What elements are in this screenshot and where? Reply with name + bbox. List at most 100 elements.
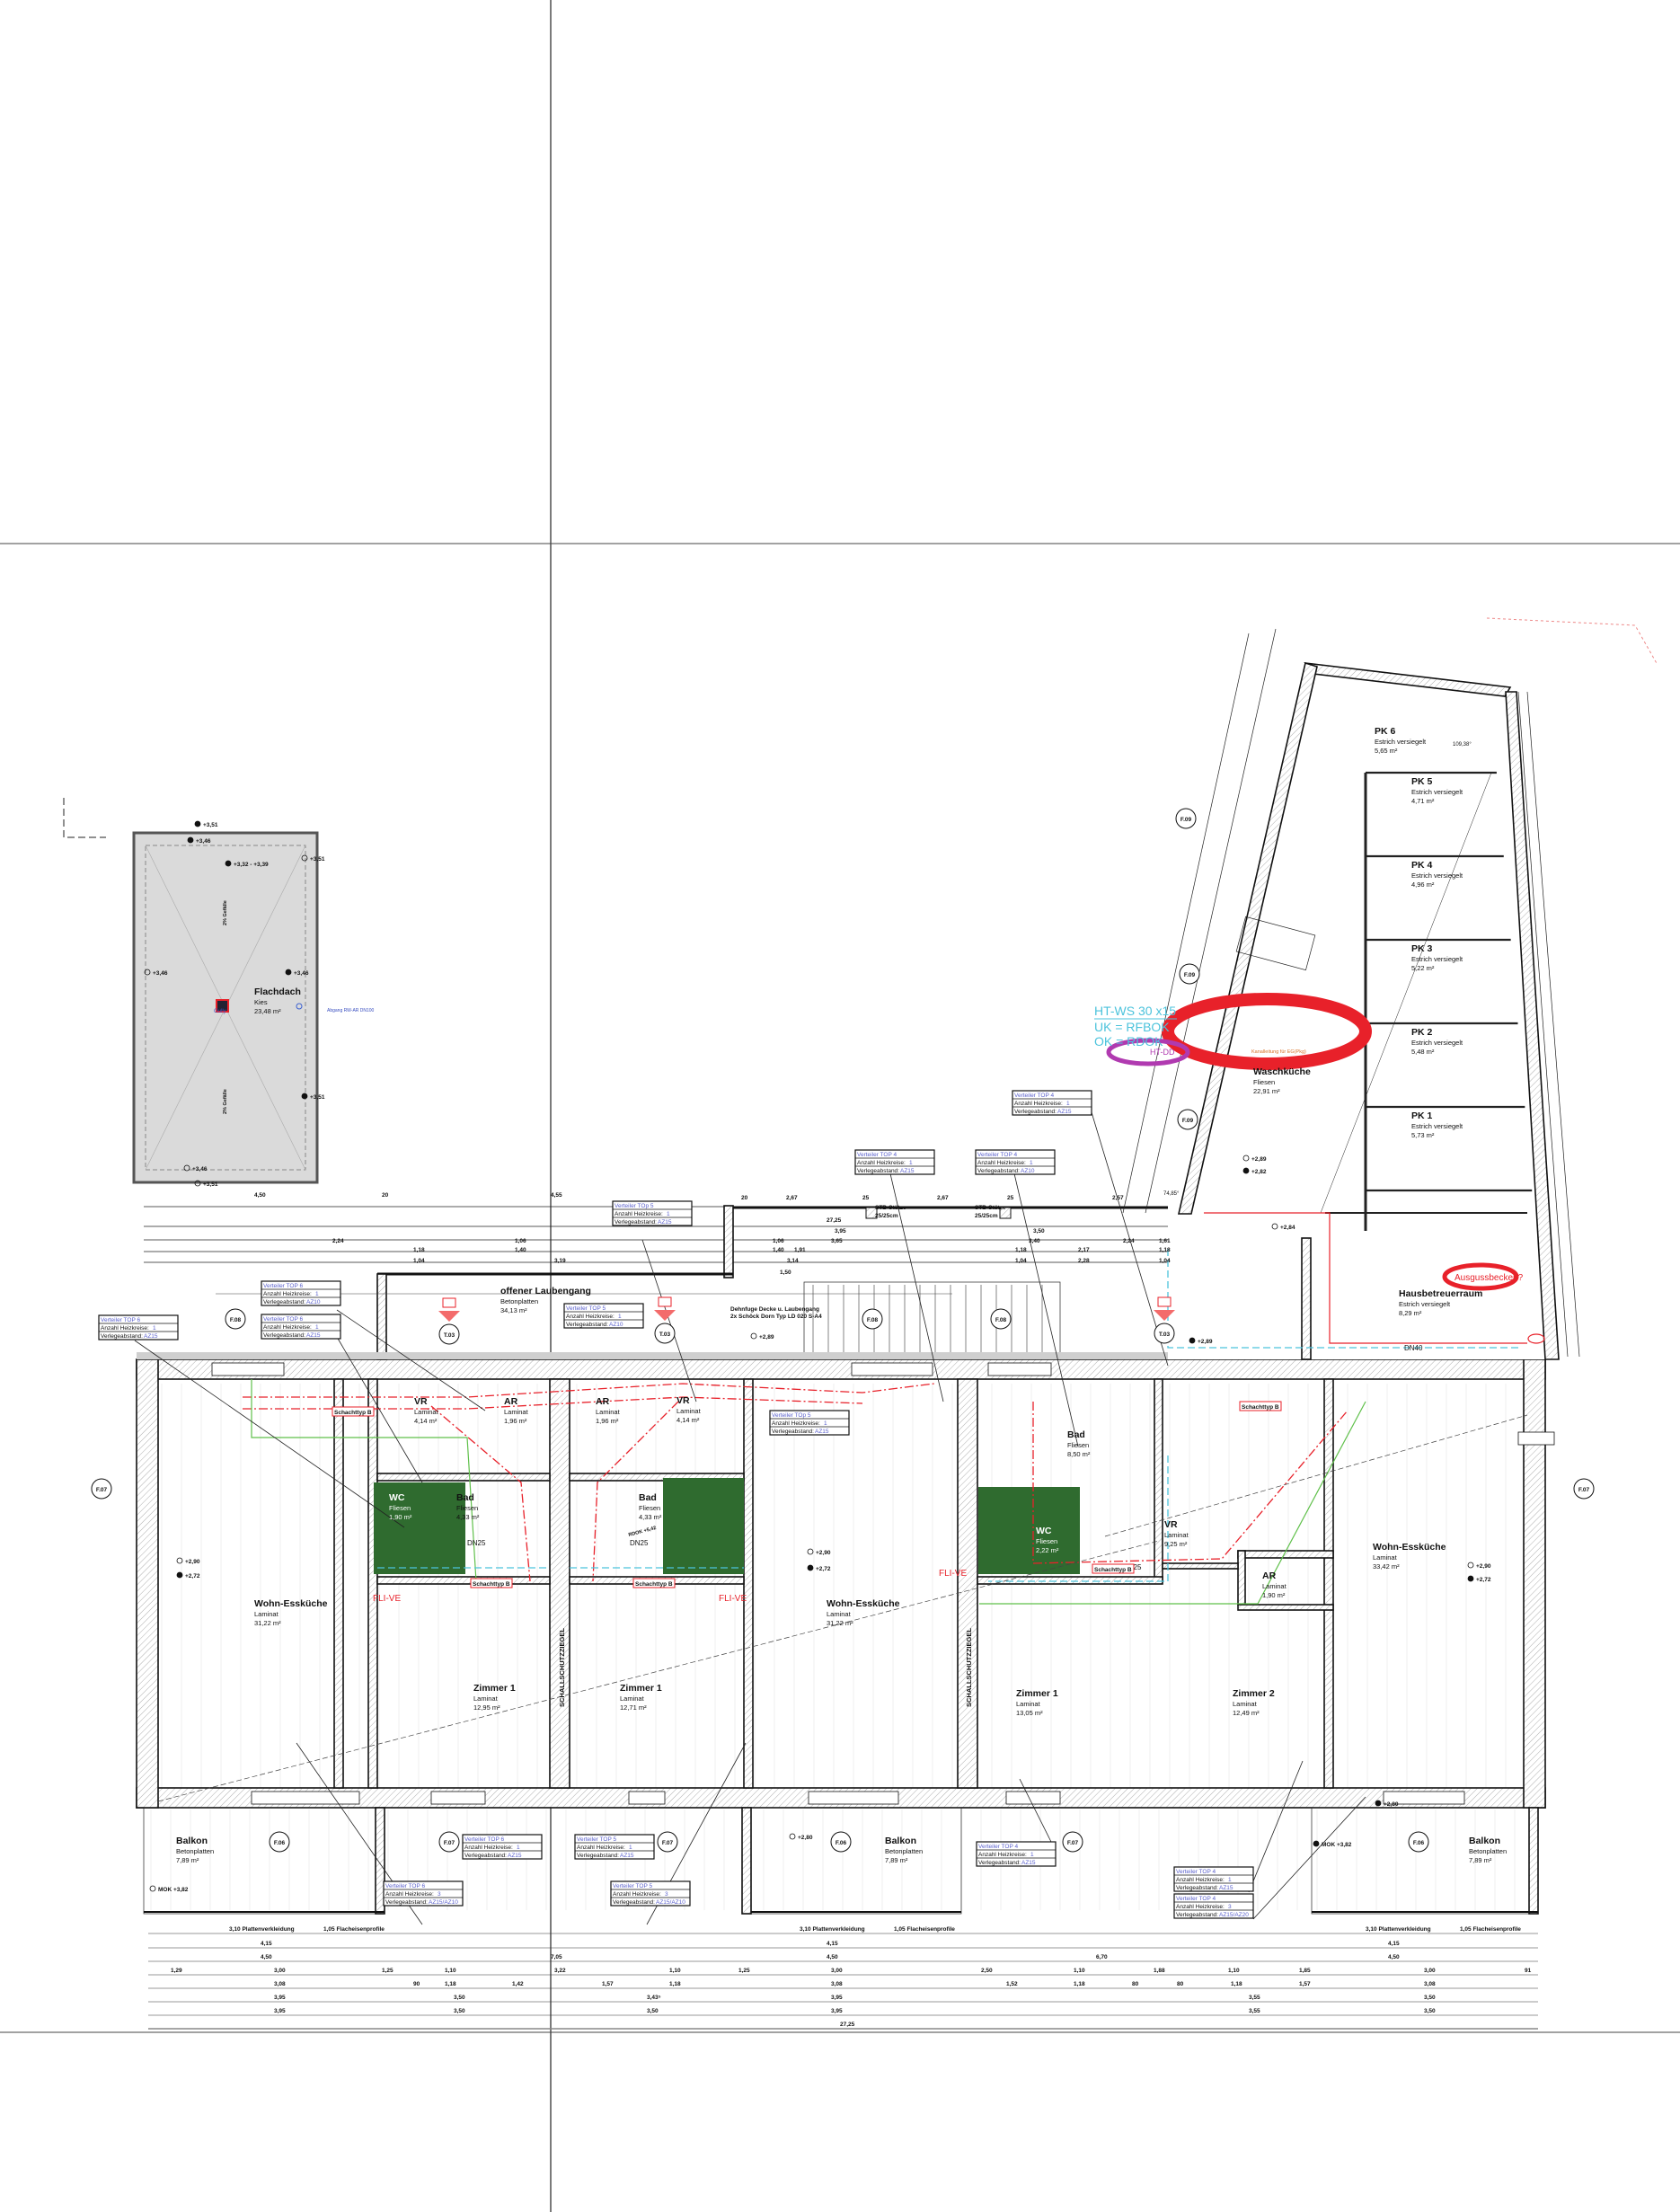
level-marker: +2,89	[750, 1332, 774, 1340]
level-marker: +3,46	[187, 836, 211, 845]
section-marker[interactable]: F.07	[438, 1831, 460, 1853]
level-marker: +3,46	[144, 969, 168, 977]
dimension-label: 1,05 Flacheisenprofile	[894, 1926, 955, 1933]
section-marker[interactable]: F.06	[830, 1831, 852, 1853]
dimension-label: 3,95	[831, 1995, 843, 2001]
main-building	[136, 1358, 1555, 1915]
pipe-spacing-label: Verlegeabstand:	[978, 1860, 1021, 1866]
section-marker[interactable]: F.08	[990, 1308, 1012, 1330]
window	[628, 1791, 666, 1805]
level-value: +3,46	[196, 838, 211, 845]
room-area: 1,96 m²	[596, 1417, 619, 1425]
room-area: 7,89 m²	[1469, 1856, 1492, 1864]
heating-circuits-label: Anzahl Heizkreise:	[101, 1325, 149, 1332]
section-marker[interactable]: T.03	[438, 1297, 460, 1345]
dimension-label: 1,10	[1074, 1968, 1085, 1974]
distributor-title: Verteiler TOP 6	[385, 1883, 425, 1889]
heating-circuits-label: Anzahl Heizkreise:	[613, 1891, 661, 1898]
section-marker[interactable]: F.07	[91, 1478, 112, 1500]
section-marker[interactable]: F.09	[1177, 1109, 1198, 1130]
pipe-dimension-label: DN25	[467, 1539, 486, 1547]
room-name: Hausbetreuerraum	[1399, 1288, 1482, 1299]
dimension-label: 7,05	[551, 1954, 562, 1960]
dimension-label: 1,50	[780, 1270, 791, 1276]
distributor-title: Verteiler TOP 6	[464, 1836, 504, 1843]
section-marker[interactable]: F.09	[1179, 963, 1200, 985]
room-floor: Laminat	[1373, 1553, 1398, 1562]
level-marker: +2,72	[807, 1564, 831, 1572]
section-marker[interactable]: F.06	[269, 1831, 290, 1853]
level-marker: +2,90	[1467, 1562, 1491, 1570]
room-area: 4,96 m²	[1411, 880, 1435, 889]
service-labels: FLI-VEFLI-VEFLI-VEDN25DN25DN25DN40Schach…	[332, 1344, 1423, 1604]
section-marker[interactable]: T.03	[654, 1296, 676, 1344]
window	[430, 1791, 486, 1805]
room-name: Bad	[456, 1492, 474, 1503]
marker-label: T.03	[1159, 1332, 1171, 1338]
dimension-label: 3,50	[454, 2008, 465, 2014]
heating-circuits-value: 1	[1030, 1160, 1033, 1166]
pipe-spacing-label: Verlegeabstand:	[263, 1299, 305, 1305]
level-value: MOK +3,82	[1322, 1842, 1352, 1848]
level-value: +3,46	[153, 970, 168, 977]
dimension-label: 90	[413, 1981, 420, 1987]
schallschutz-label: SCHALLSCHUTZZIEGEL	[558, 1628, 566, 1707]
heating-circuits-label: Anzahl Heizkreise:	[978, 1852, 1027, 1858]
pipe-spacing-value: AZ10	[306, 1299, 321, 1305]
marker-label: F.07	[96, 1487, 108, 1493]
section-marker[interactable]: F.07	[1062, 1831, 1083, 1853]
dimension-label: 4,50	[827, 1954, 838, 1960]
dimension-label: 4,50	[254, 1192, 266, 1199]
pipe-spacing-label: Verlegeabstand:	[857, 1168, 899, 1174]
level-marker: MOK +3,82	[149, 1885, 189, 1893]
level-value: +2,72	[185, 1573, 200, 1579]
fli-ve-label: FLI-VE	[373, 1594, 401, 1604]
section-marker[interactable]: T.03	[1154, 1296, 1175, 1344]
pipe-dimension-label: DN25	[630, 1539, 649, 1547]
level-value: +2,90	[816, 1550, 831, 1556]
section-marker[interactable]: F.08	[225, 1308, 246, 1330]
expansion-joint-label: Dehnfuge Decke u. Laubengang	[730, 1306, 819, 1313]
room-area: 4,14 m²	[676, 1416, 700, 1424]
dimension-label: 1,05 Flacheisenprofile	[323, 1926, 385, 1933]
dimension-label: 1,88	[1154, 1968, 1165, 1974]
section-marker[interactable]: F.08	[862, 1308, 883, 1330]
dimension-label: 1,04	[1159, 1258, 1171, 1264]
column-size: 25/25cm	[875, 1213, 898, 1219]
marker-label: F.07	[1067, 1840, 1079, 1846]
section-marker[interactable]: F.07	[1573, 1478, 1595, 1500]
section-marker[interactable]: F.07	[657, 1831, 678, 1853]
revision-cloud	[1527, 1333, 1545, 1344]
room-name: Balkon	[885, 1836, 916, 1846]
dimension-label: 2,24	[1123, 1238, 1135, 1244]
room-name: WC	[389, 1492, 405, 1503]
dimension-label: 3,40	[1029, 1238, 1040, 1244]
dimension-label: 3,00	[274, 1968, 286, 1974]
tile-zone	[978, 1487, 1080, 1574]
dimension-label: 1,57	[602, 1981, 614, 1987]
dimension-label: 4,15	[261, 1941, 272, 1947]
ht-ws-label-3: OK = RDOK	[1094, 1034, 1163, 1048]
pipe-spacing-label: Verlegeabstand:	[464, 1853, 507, 1859]
room-floor: Betonplatten	[1469, 1847, 1507, 1855]
room-floor: Fliesen	[456, 1504, 478, 1512]
section-marker[interactable]: F.09	[1175, 808, 1197, 829]
dimension-label: 80	[1177, 1981, 1184, 1987]
marker-label: F.09	[1180, 817, 1192, 823]
section-marker[interactable]: F.06	[1408, 1831, 1429, 1853]
dimension-label: 2,24	[332, 1238, 344, 1244]
rain-outlet-icon	[296, 1003, 303, 1010]
dimension-label: 2,57	[1112, 1195, 1124, 1201]
